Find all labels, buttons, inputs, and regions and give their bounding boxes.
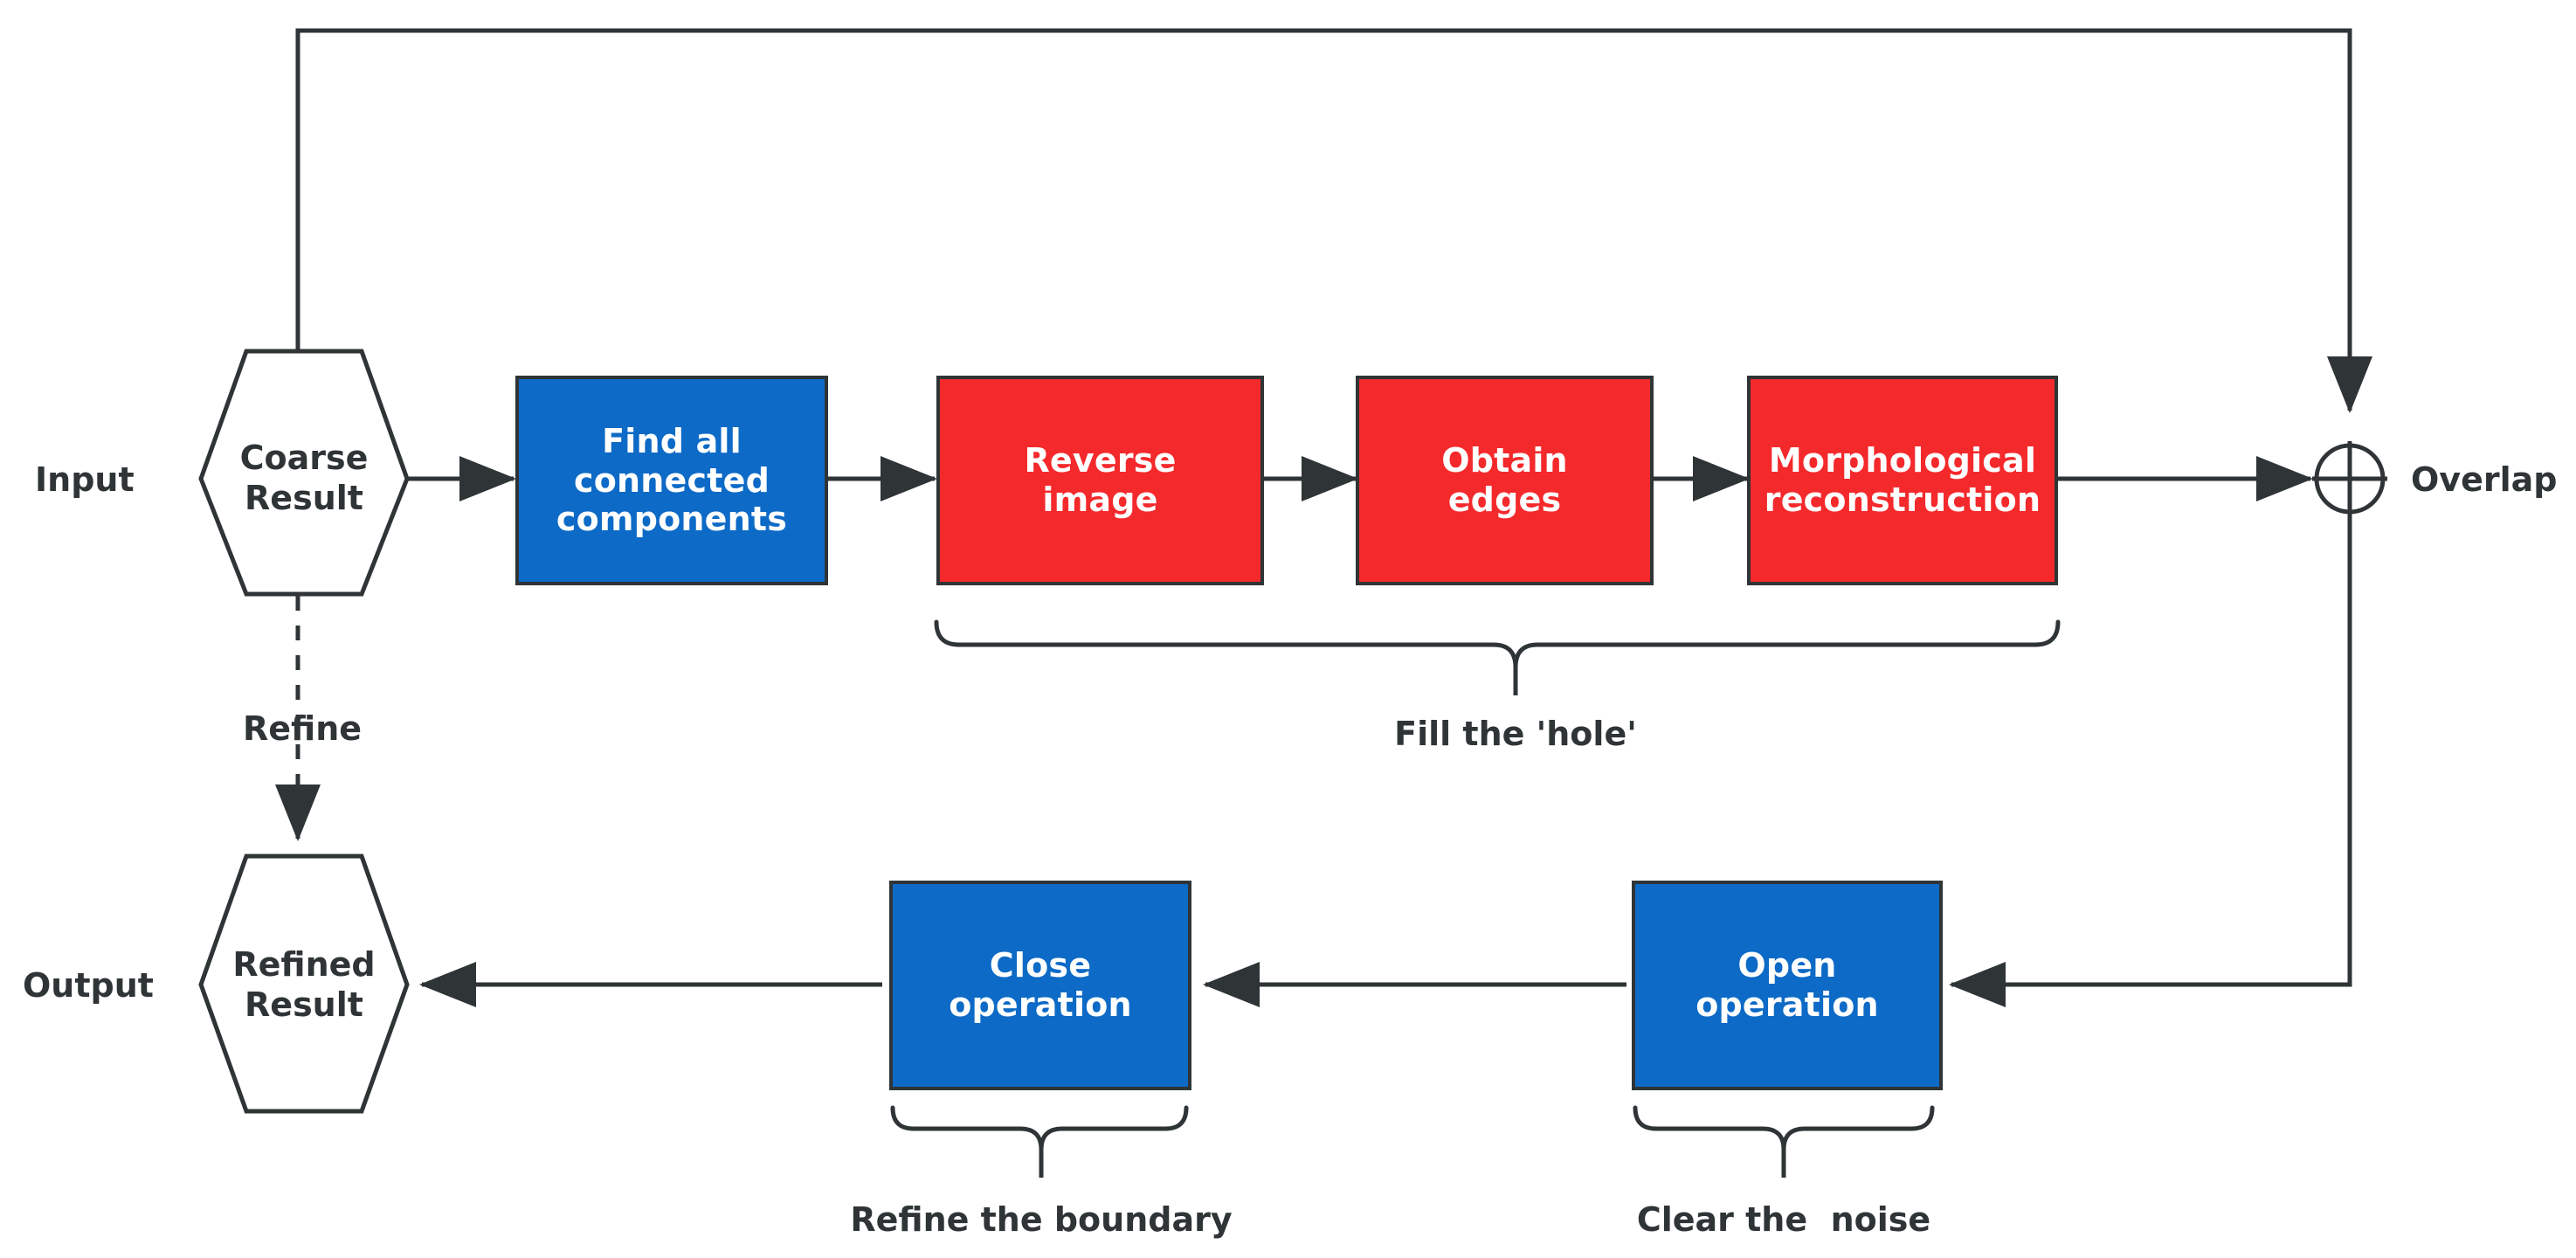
node-label-close-operation: Close operation — [949, 946, 1132, 1024]
node-obtain-edges[interactable]: Obtain edges — [1356, 376, 1654, 585]
brace-clear-the-noise — [1633, 1105, 1935, 1151]
node-label-find-connected-components: Find all connected components — [556, 421, 788, 539]
brace-label-clear-the-noise: Clear the noise — [1636, 1200, 1931, 1239]
shape-coarse-result-hexagon — [198, 349, 410, 597]
node-close-operation[interactable]: Close operation — [889, 881, 1191, 1090]
node-open-operation[interactable]: Open operation — [1632, 881, 1943, 1090]
brace-label-refine-the-boundary: Refine the boundary — [850, 1200, 1233, 1239]
label-refine: Refine — [243, 709, 363, 748]
node-label-obtain-edges: Obtain edges — [1441, 441, 1568, 519]
shape-refined-result-hexagon — [198, 854, 410, 1114]
connector-overlap-to-open — [1948, 512, 2352, 1007]
node-label-open-operation: Open operation — [1695, 946, 1879, 1024]
node-find-connected-components[interactable]: Find all connected components — [515, 376, 828, 585]
brace-label-fill-the-hole: Fill the 'hole' — [1394, 715, 1637, 753]
label-input: Input — [35, 460, 135, 499]
node-morphological-reconstruction[interactable]: Morphological reconstruction — [1747, 376, 2058, 585]
node-reverse-image[interactable]: Reverse image — [936, 376, 1264, 585]
label-output: Output — [23, 966, 154, 1005]
brace-fill-the-hole — [934, 619, 2061, 668]
node-label-morphological-reconstruction: Morphological reconstruction — [1764, 441, 2041, 519]
node-label-reverse-image: Reverse image — [1024, 441, 1177, 519]
brace-refine-the-boundary — [890, 1105, 1189, 1151]
label-overlap: Overlap — [2411, 460, 2558, 499]
overlap-operator-glyph — [2312, 441, 2387, 516]
connector-feedback-top — [295, 28, 2372, 414]
